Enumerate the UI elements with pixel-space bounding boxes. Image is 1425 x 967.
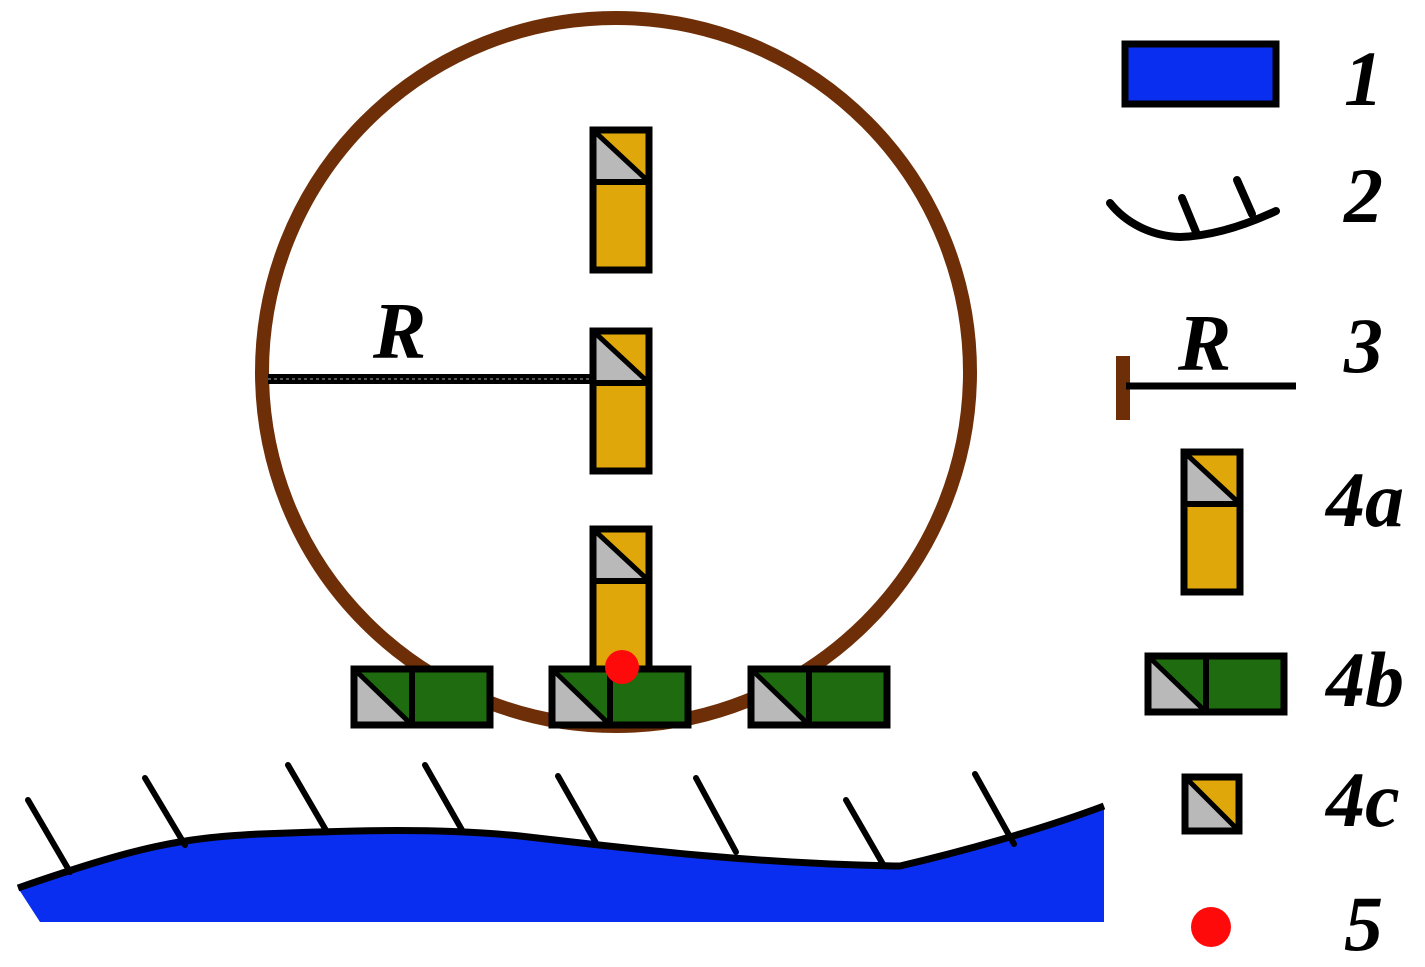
legend-label-4c: 4c [1324,756,1400,843]
legend-label-4a: 4a [1324,456,1404,543]
legend-radius-tick [1116,356,1130,420]
legend-center-point [1191,907,1231,947]
legend-label-3: 3 [1343,302,1383,389]
shoreline-tick [972,771,1017,847]
legend-shoreline-symbol [1106,176,1280,242]
horizontal-device-right [751,669,887,725]
water-body [18,806,1104,922]
water-body-area [16,762,1106,922]
shoreline-tick [142,775,188,848]
legend-vertical-device [1184,452,1240,592]
vertical-device-top [593,130,649,270]
shoreline-tick [25,797,73,875]
vertical-device-bottom [593,529,649,669]
shoreline-tick [555,773,599,846]
horizontal-device-left [354,669,490,725]
legend-water-swatch [1121,40,1280,108]
shoreline-tick [843,797,887,869]
legend-label-5: 5 [1344,880,1383,967]
vertical-device-middle [593,331,649,471]
shoreline [16,802,1106,892]
radius-label: R [372,288,426,376]
legend-label-4b: 4b [1324,636,1404,723]
legend-label-1: 1 [1344,35,1383,122]
center-point [605,650,639,684]
shoreline-tick [285,762,330,835]
legend-sensor-cell [1185,777,1239,831]
legend-horizontal-device [1148,656,1284,712]
legend: 1 2 R 3 4a 4b 4c 5 [1106,35,1404,967]
legend-label-2: 2 [1343,152,1383,239]
legend-radius-text: R [1177,300,1231,388]
shoreline-ticks [25,762,1017,875]
shoreline-tick [422,762,465,833]
shoreline-tick [693,775,739,855]
